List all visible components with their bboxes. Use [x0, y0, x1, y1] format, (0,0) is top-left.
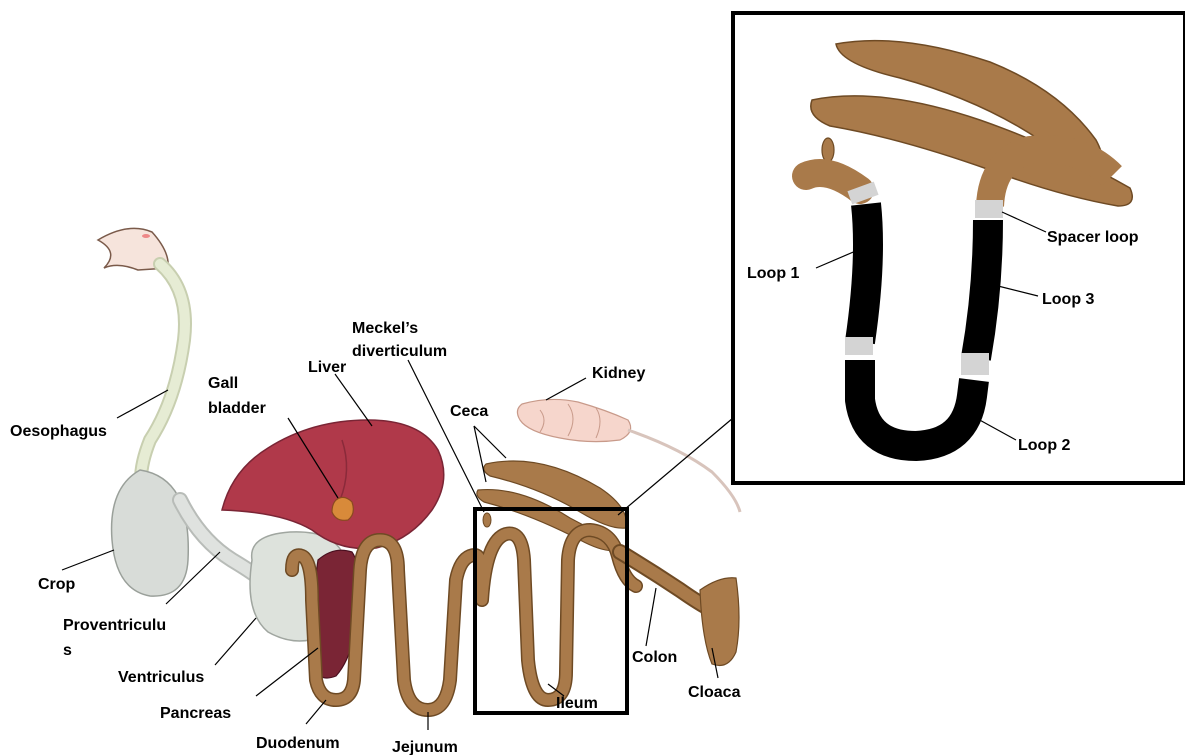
label-ceca: Ceca [450, 403, 488, 420]
spacer-band-4 [975, 200, 1003, 218]
spacer-band-3 [961, 353, 989, 375]
leader-ventriculus [215, 618, 256, 665]
label-duodenum: Duodenum [256, 735, 340, 752]
inset-meckels [822, 138, 834, 162]
label-proventriculus-line1: Proventriculu [63, 617, 166, 634]
label-pancreas: Pancreas [160, 705, 231, 722]
label-gall-bladder-line1: Gall [208, 375, 238, 392]
label-meckels-line1: Meckel’s [352, 320, 418, 337]
leader-liver [335, 374, 372, 426]
cloaca-shape [700, 578, 739, 666]
leader-colon [646, 588, 656, 646]
meckels-diverticulum-shape [483, 513, 491, 527]
label-ileum: Ileum [556, 695, 598, 712]
inset-intestine-left-end [806, 173, 860, 190]
inset-panel [733, 13, 1185, 483]
liver-shape [222, 420, 444, 549]
inset-loop3-shape [976, 220, 988, 358]
bird-eye [142, 234, 150, 238]
label-oesophagus: Oesophagus [10, 423, 107, 440]
label-colon: Colon [632, 649, 677, 666]
label-crop: Crop [38, 576, 76, 593]
leader-ceca-a [474, 426, 486, 482]
leader-ceca-b [474, 426, 506, 458]
gall-bladder-shape [332, 497, 353, 520]
label-meckels-line2: diverticulum [352, 343, 447, 360]
label-cloaca: Cloaca [688, 684, 741, 701]
leader-duodenum [306, 700, 326, 724]
kidney-shape [517, 399, 630, 441]
crop-shape [112, 470, 189, 596]
label-loop2: Loop 2 [1018, 437, 1071, 454]
leader-crop [62, 550, 114, 570]
label-proventriculus-line2: s [63, 642, 72, 659]
oesophagus-fill [141, 264, 185, 490]
label-loop1: Loop 1 [747, 265, 800, 282]
anatomy-illustration [98, 228, 740, 710]
inset-loop1-shape [860, 204, 868, 342]
label-kidney: Kidney [592, 365, 645, 382]
leader-kidney [546, 378, 586, 400]
label-ventriculus: Ventriculus [118, 669, 204, 686]
ureter-shape [628, 430, 740, 512]
spacer-band-2 [845, 337, 873, 355]
label-gall-bladder-line2: bladder [208, 400, 266, 417]
label-jejunum: Jejunum [392, 739, 458, 755]
label-spacer-loop: Spacer loop [1047, 229, 1139, 246]
label-loop3: Loop 3 [1042, 291, 1095, 308]
label-liver: Liver [308, 359, 346, 376]
